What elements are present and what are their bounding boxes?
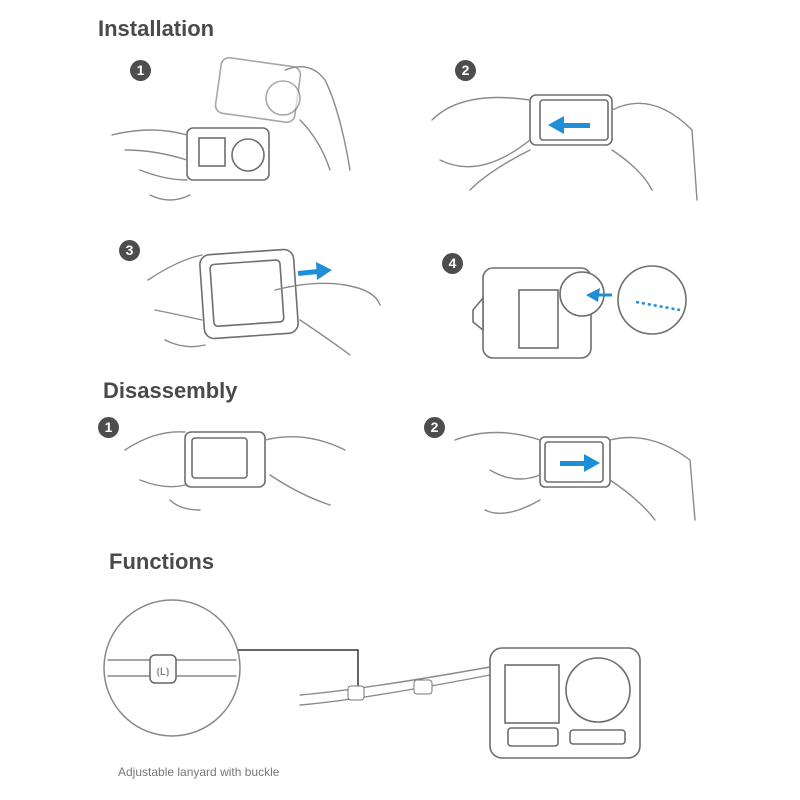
installation-heading: Installation (98, 16, 215, 41)
lanyard-illustration: ⦅L⦆ (103, 599, 641, 759)
install-step3-illustration (147, 248, 381, 356)
disassembly-step2-illustration (454, 431, 696, 521)
svg-text:⦅L⦆: ⦅L⦆ (156, 666, 170, 678)
install-step-2-badge: 2 (455, 60, 476, 81)
functions-heading: Functions (109, 549, 215, 574)
install-step-1-badge: 1 (130, 60, 151, 81)
install-step-4-badge: 4 (442, 253, 463, 274)
disassembly-heading: Disassembly (103, 378, 238, 403)
disassembly-step1-illustration (124, 431, 346, 511)
install-step4-illustration (472, 265, 687, 359)
lanyard-caption: Adjustable lanyard with buckle (118, 765, 280, 779)
disassembly-step-2-badge: 2 (424, 417, 445, 438)
install-step1-illustration (111, 56, 351, 201)
install-step-3-badge: 3 (119, 240, 140, 261)
install-step2-illustration (431, 94, 698, 201)
disassembly-step-1-badge: 1 (98, 417, 119, 438)
